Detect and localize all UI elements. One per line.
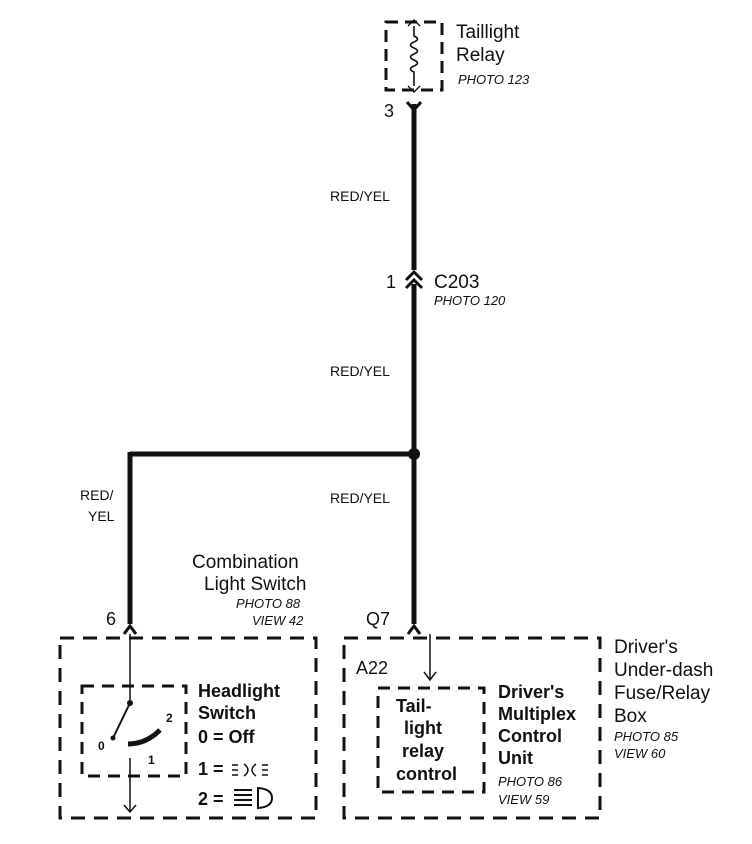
wire-label-right: RED/YEL (330, 490, 390, 506)
c203-pin-1: 1 (386, 272, 396, 292)
headlight-pos-2: 2 = (198, 789, 224, 809)
relay-pin-3: 3 (384, 101, 394, 121)
switch-contact-0 (110, 735, 116, 741)
mcu-label-2: Multiplex (498, 704, 576, 724)
headlight-icon (234, 786, 274, 810)
fusebox-label-3: Fuse/Relay (614, 683, 711, 704)
mcu-label-1: Driver's (498, 682, 564, 702)
taillight-relay-photo: PHOTO 123 (458, 72, 530, 87)
mcu-label-4: Unit (498, 748, 533, 768)
headlight-switch-label-2: Switch (198, 703, 256, 723)
fusebox-pin-q7: Q7 (366, 609, 390, 629)
fusebox-photo: PHOTO 85 (614, 729, 679, 744)
switch-contact-arc (127, 728, 162, 747)
c203-label: C203 (434, 272, 479, 293)
terminal-a22: A22 (356, 658, 388, 678)
fusebox-view: VIEW 60 (614, 746, 666, 761)
switch-pin-symbol (122, 623, 138, 635)
c203-photo: PHOTO 120 (434, 293, 506, 308)
fusebox-label-1: Driver's (614, 637, 678, 658)
fusebox-internal-arrow (423, 671, 437, 682)
combination-switch-box (58, 636, 318, 820)
wire-label-upper: RED/YEL (330, 188, 390, 204)
mcu-relay-control-box (376, 686, 486, 794)
wire-label-left-2: YEL (88, 508, 115, 524)
combination-switch-label-1: Combination (192, 552, 299, 573)
mcu-photo: PHOTO 86 (498, 774, 563, 789)
fusebox-pin-symbol (406, 623, 422, 635)
relay-arrow-icon (407, 19, 421, 93)
switch-contact-label-2: 2 (166, 711, 173, 725)
mcu-label-3: Control (498, 726, 562, 746)
fuse-relay-box (342, 636, 602, 820)
relay-control-label-2: light (404, 718, 442, 738)
taillight-relay-label-1: Taillight (456, 22, 520, 43)
switch-blade (113, 702, 131, 737)
mcu-view: VIEW 59 (498, 792, 549, 807)
taillight-relay-box (384, 20, 444, 92)
switch-contact-label-1: 1 (148, 753, 155, 767)
combination-switch-label-2: Light Switch (204, 574, 306, 595)
switch-contact-label-0: 0 (98, 739, 105, 753)
headlight-switch-box (80, 684, 188, 778)
headlight-switch-label-1: Headlight (198, 681, 280, 701)
wire-label-left-1: RED/ (80, 487, 114, 503)
headlight-pos-0: 0 = Off (198, 727, 256, 747)
relay-control-label-3: relay (402, 741, 444, 761)
switch-ground-arrow (123, 804, 137, 814)
switch-pin-6: 6 (106, 609, 116, 629)
fusebox-label-2: Under-dash (614, 660, 713, 681)
relay-control-label-1: Tail- (396, 696, 432, 716)
taillight-relay-label-2: Relay (456, 45, 505, 66)
combination-switch-photo: PHOTO 88 (236, 596, 301, 611)
parking-light-icon (232, 763, 268, 777)
combination-switch-view: VIEW 42 (252, 613, 304, 628)
relay-control-label-4: control (396, 764, 457, 784)
headlight-pos-1: 1 = (198, 759, 224, 779)
wire-label-middle: RED/YEL (330, 363, 390, 379)
fusebox-label-4: Box (614, 706, 647, 727)
c203-connector-symbol (404, 269, 424, 290)
relay-coil-icon (409, 26, 419, 86)
